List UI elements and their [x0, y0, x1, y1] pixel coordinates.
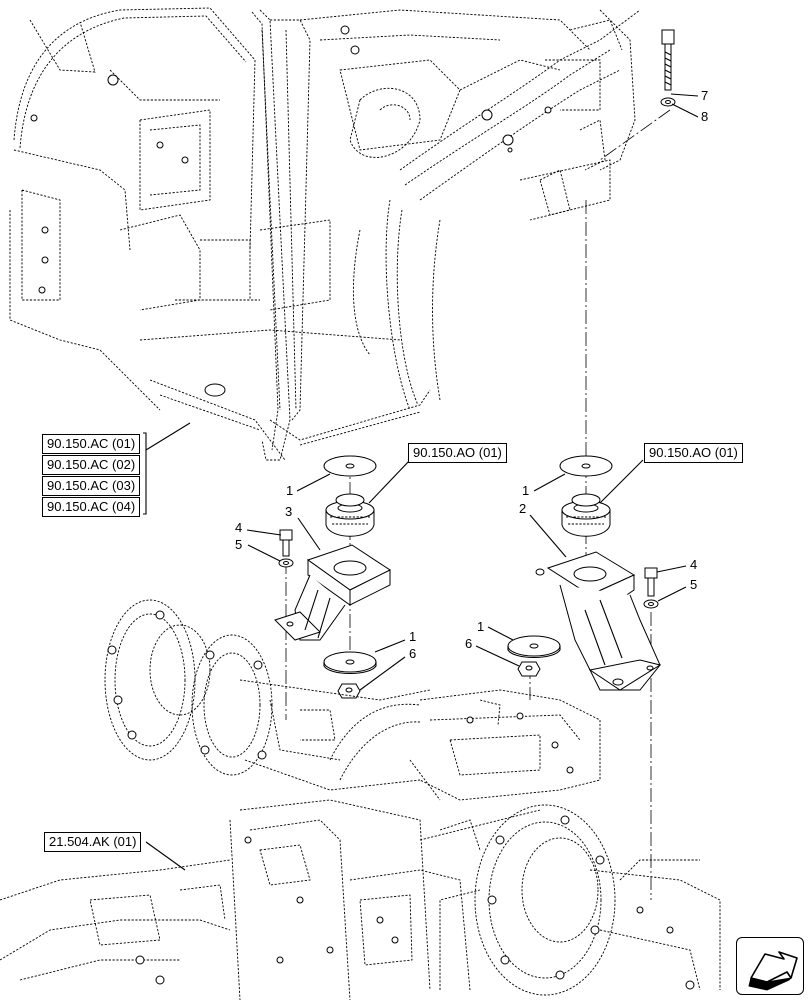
nut-6-left [337, 683, 361, 699]
nut-6-right [517, 661, 541, 677]
washer-5-left [278, 558, 294, 568]
washer-8 [660, 97, 676, 107]
callout-3: 3 [285, 504, 293, 519]
mount-reference-link-left[interactable]: 90.150.AO (01) [408, 443, 507, 463]
rubber-pad-1-left-top [323, 455, 377, 477]
callout-1-right: 1 [522, 483, 530, 498]
bolt-4-left [279, 529, 293, 557]
callout-5-left: 5 [235, 537, 243, 552]
cab-reference-link-03[interactable]: 90.150.AC (03) [42, 476, 141, 496]
cab-frame [9, 7, 641, 461]
rubber-mount-right [561, 493, 611, 537]
next-page-arrow-icon[interactable] [736, 937, 804, 995]
callout-2: 2 [519, 501, 527, 516]
callout-6-left: 6 [409, 646, 417, 661]
callout-7: 7 [701, 88, 709, 103]
callout-1-right-low: 1 [477, 619, 485, 634]
bracket-3 [274, 544, 391, 641]
axle-reference-link[interactable]: 21.504.AK (01) [44, 832, 142, 852]
rubber-mount-left [325, 493, 375, 537]
callout-1-left-low: 1 [409, 629, 417, 644]
rear-transmission [0, 799, 721, 1000]
callout-4-left: 4 [235, 520, 243, 535]
rubber-pad-1-right-bottom [507, 635, 561, 659]
callout-5-right: 5 [690, 577, 698, 592]
arrow-glyph-icon [748, 951, 798, 991]
callout-1-left: 1 [286, 483, 294, 498]
cab-reference-link-02[interactable]: 90.150.AC (02) [42, 455, 141, 475]
rubber-pad-1-right-top [559, 455, 613, 477]
bolt-4-right [644, 567, 658, 597]
front-axle [104, 599, 601, 801]
washer-5-right [643, 599, 659, 609]
cab-reference-link-04[interactable]: 90.150.AC (04) [42, 497, 141, 517]
callout-6-right: 6 [465, 636, 473, 651]
bracket-2 [535, 551, 662, 691]
rubber-pad-1-left-bottom [323, 651, 377, 675]
callout-4-right: 4 [690, 557, 698, 572]
bolt-7 [661, 29, 675, 91]
cab-reference-link-01[interactable]: 90.150.AC (01) [42, 434, 141, 454]
reference-bracket [143, 432, 147, 515]
mount-reference-link-right[interactable]: 90.150.AO (01) [644, 443, 743, 463]
leader-lines [145, 93, 699, 871]
callout-8: 8 [701, 109, 709, 124]
